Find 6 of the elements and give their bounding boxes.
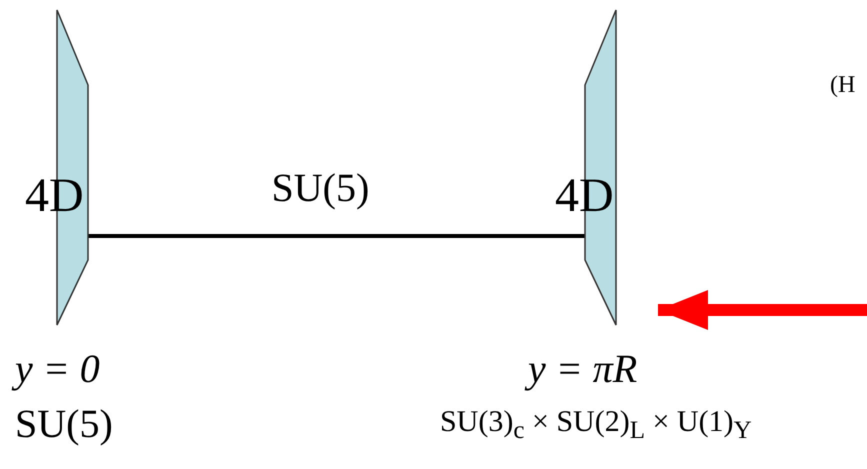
note-text: (H — [830, 72, 856, 99]
arrow — [658, 290, 867, 330]
symmetry-label: SU(3)$_{c}$ × SU(2)$_{L}$ × U(1)$_{Y}$ — [440, 405, 752, 445]
symmetry-label: SU(5) — [15, 400, 113, 447]
connector — [88, 234, 585, 238]
edge-label: SU(5) — [272, 164, 370, 211]
